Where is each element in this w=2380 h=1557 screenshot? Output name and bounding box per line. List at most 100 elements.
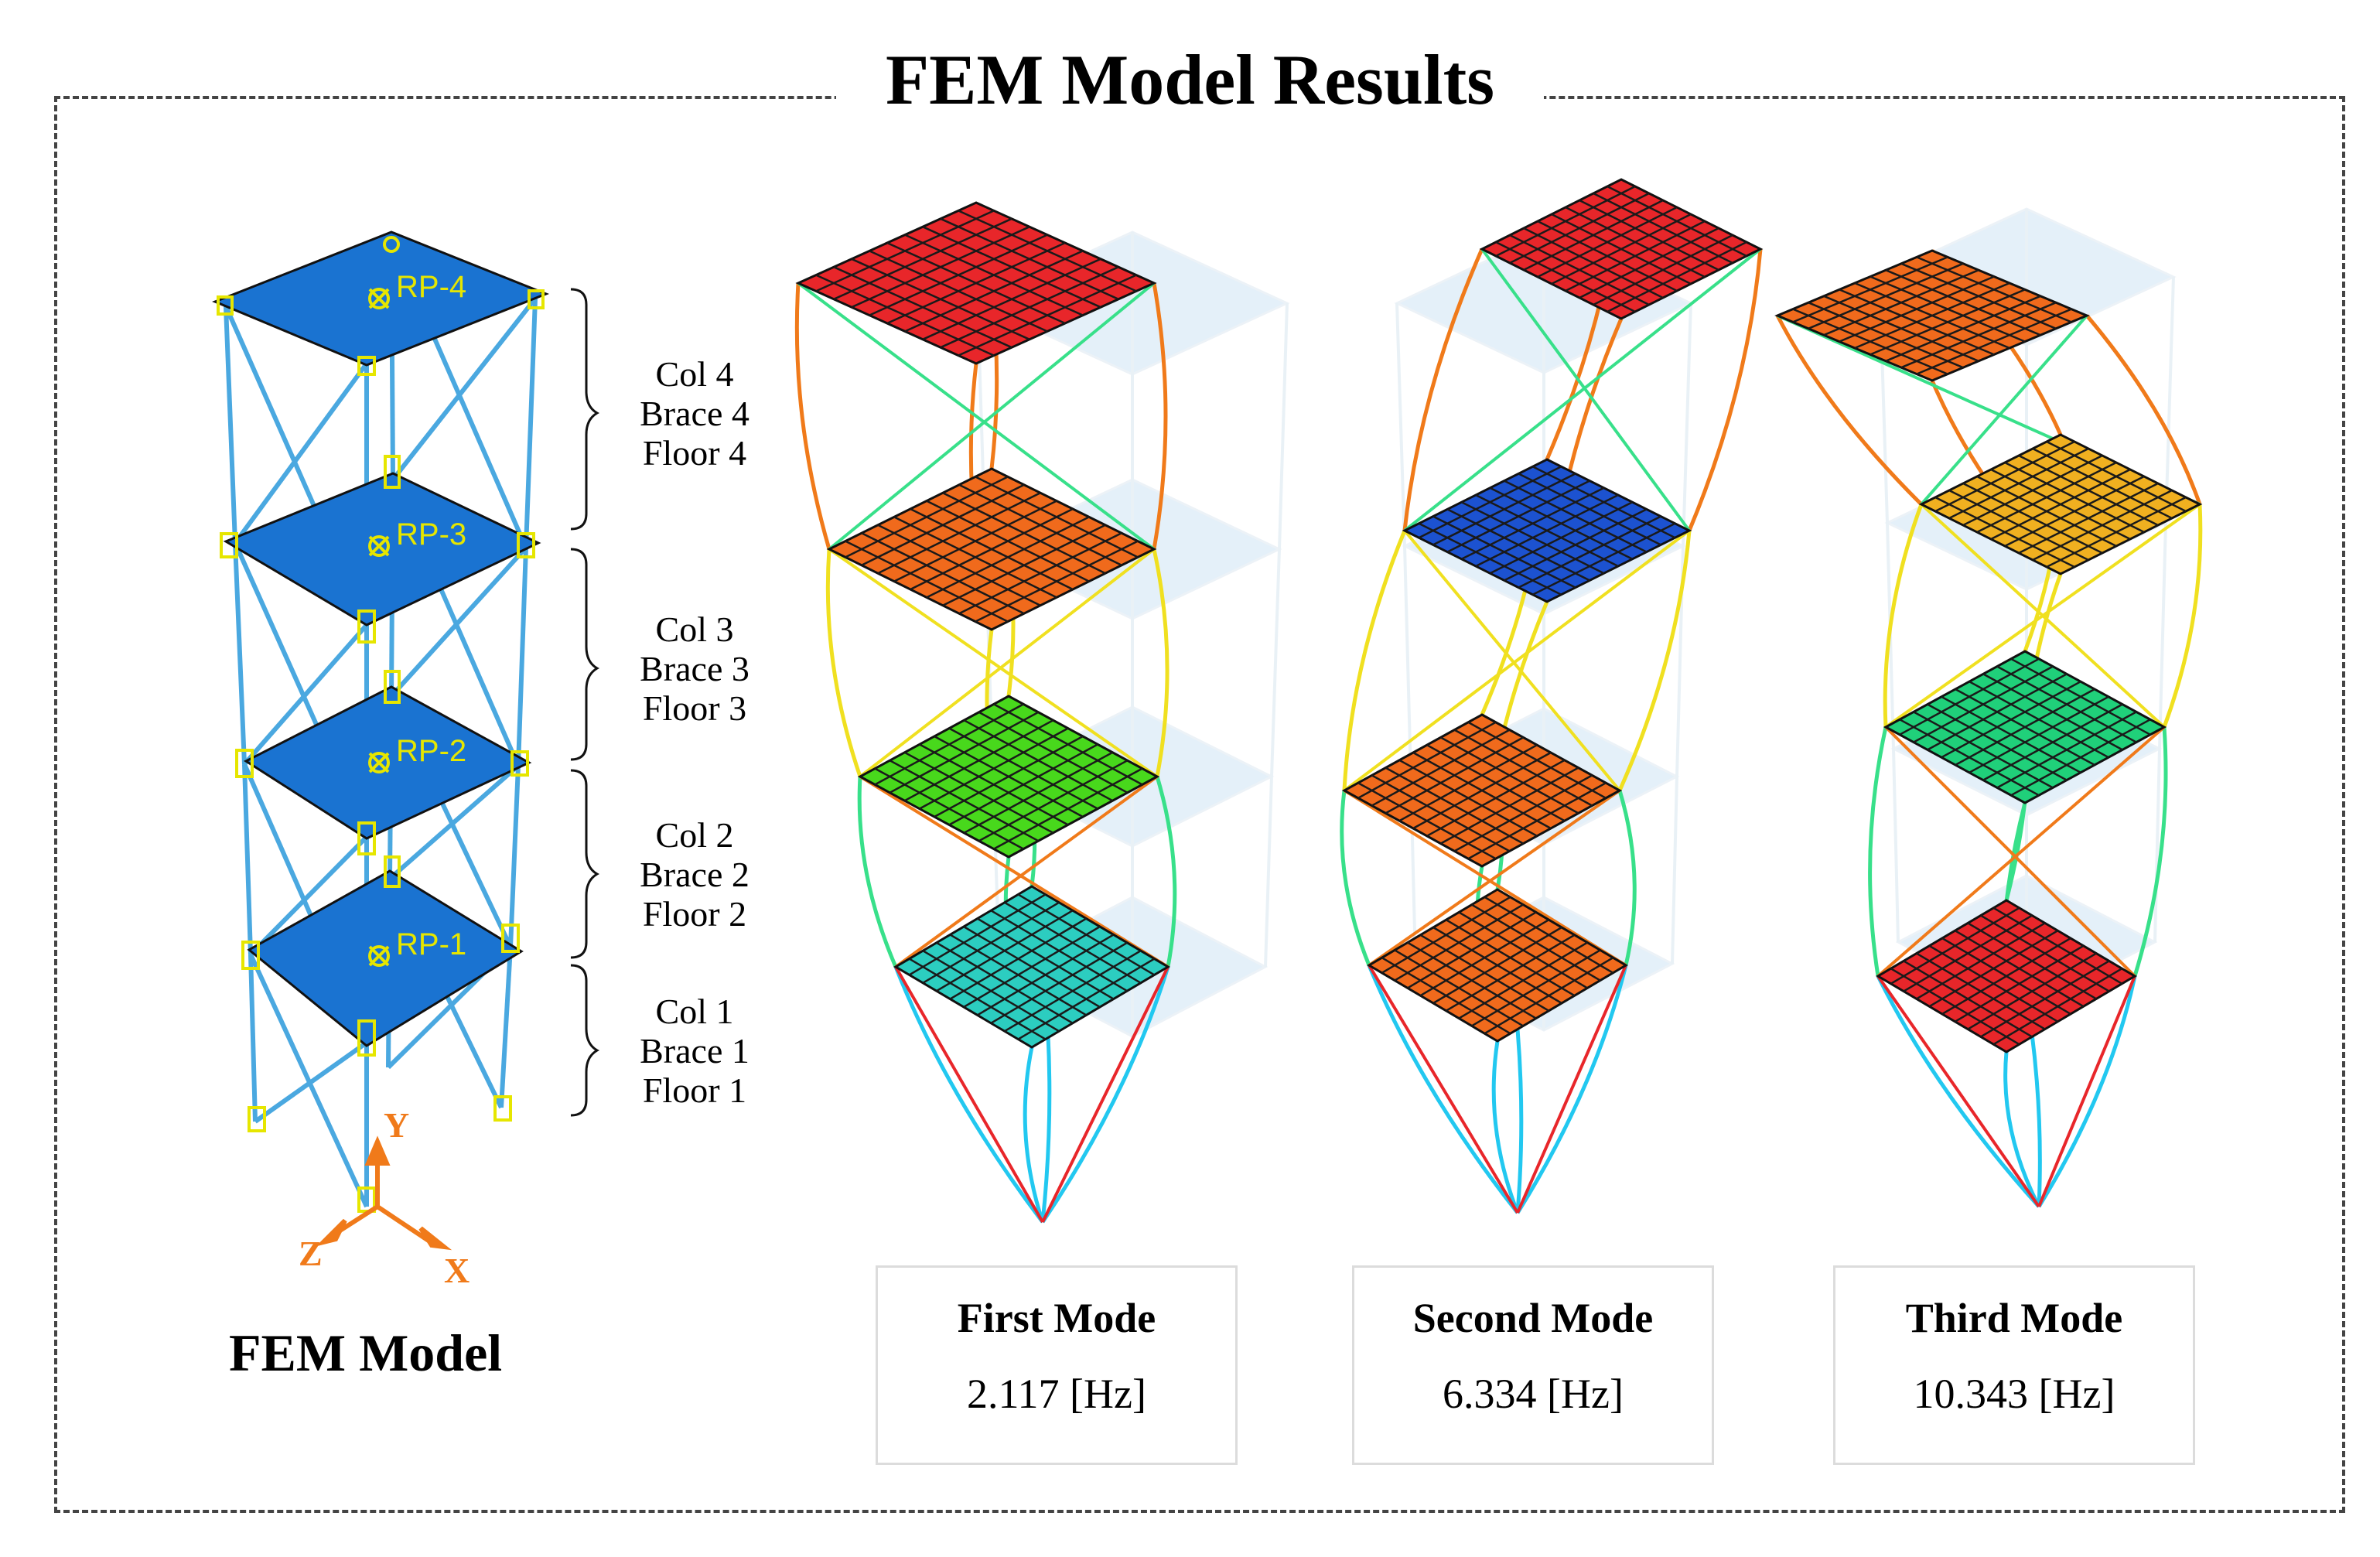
rp-label: RP-3 [396, 517, 466, 551]
mesh-line [990, 910, 1128, 992]
mesh-line [958, 532, 1122, 615]
mesh-line [2004, 461, 2145, 534]
deformed-brace [894, 966, 1044, 1223]
first-mode-box: First Mode 2.117 [Hz] [876, 1265, 1238, 1465]
deformed-brace [1343, 789, 1627, 967]
brace-group-1 [570, 964, 600, 1117]
rp-label: RP-1 [396, 927, 466, 961]
mesh-line [1955, 688, 2095, 767]
mode-3-tower [1774, 207, 2203, 1208]
deformed-floor [1883, 650, 2167, 804]
deformed-column [1152, 548, 1170, 777]
mesh-line [1484, 896, 1614, 974]
mesh-line [1475, 493, 1619, 568]
mesh-line [975, 476, 1139, 558]
deformed-column [1617, 790, 1637, 966]
deformed-column [1342, 530, 1407, 791]
y-axis-arrow [364, 1135, 391, 1166]
deformed-column [1402, 248, 1484, 531]
mesh-line [1992, 968, 2123, 1046]
axis-y-label: Y [384, 1105, 409, 1145]
mesh-line [1969, 695, 2109, 773]
brace-group-2 [570, 769, 600, 959]
third-mode-box: Third Mode 10.343 [Hz] [1833, 1265, 2195, 1465]
mode-shapes [794, 178, 2203, 1224]
mode-frequency: 10.343 [Hz] [1913, 1371, 2115, 1417]
col-label: Col 3 [655, 609, 734, 649]
fem-floor-1 [247, 869, 524, 1047]
mesh-line [1900, 302, 2057, 369]
group-4-label: Col 4 Brace 4 Floor 4 [617, 354, 772, 473]
deformed-floor [1918, 433, 2203, 575]
mode-frequency: 6.334 [Hz] [1443, 1371, 1624, 1417]
mesh-line [1607, 241, 1747, 313]
deformed-brace [1343, 529, 1691, 792]
mesh-line [1458, 941, 1588, 1019]
deformed-column [1876, 975, 2040, 1208]
mesh-line [1579, 199, 1719, 271]
mesh-line [1412, 751, 1552, 830]
ghost-column [1403, 545, 1412, 777]
mesh-line [904, 250, 1084, 333]
mesh-line [1916, 256, 2072, 323]
mesh-line [1982, 703, 2123, 781]
ghost-column [1671, 776, 1678, 965]
mesh-line [1426, 744, 1566, 822]
deformed-floor [1402, 458, 1692, 603]
deformed-floor [857, 695, 1160, 859]
mesh-line [1017, 958, 1156, 1040]
deformed-column [1152, 282, 1168, 550]
col-label: Col 2 [655, 815, 734, 855]
ghost-column [1270, 548, 1281, 777]
floor-label: Floor 3 [642, 688, 747, 728]
mesh-line [1471, 949, 1601, 1027]
ghost-column [2164, 276, 2175, 524]
mesh-line [1996, 665, 2137, 743]
deformed-floor [1341, 713, 1623, 868]
mesh-line [948, 743, 1098, 826]
mode-1-tower [794, 201, 1290, 1224]
rp-label: RP-4 [396, 270, 466, 304]
mesh-line [1565, 220, 1706, 292]
second-mode-box: Second Mode 6.334 [Hz] [1352, 1265, 1714, 1465]
deformed-column [893, 966, 1044, 1224]
deformed-brace [1041, 966, 1170, 1223]
mesh-line [1607, 185, 1747, 258]
deformed-column [1868, 726, 1888, 977]
mesh-line [1426, 759, 1566, 837]
mesh-line [1518, 473, 1661, 546]
mesh-line [2032, 489, 2173, 562]
mesh-line [1870, 289, 2026, 356]
fem-nodes [217, 236, 545, 1213]
mesh-line [963, 751, 1113, 834]
rp-label: RP-2 [396, 734, 466, 768]
mesh-line [1484, 957, 1614, 1035]
mesh-line [958, 210, 1137, 292]
deformed-floor [826, 467, 1157, 631]
fem-floors [212, 230, 550, 1047]
mesh-line [2018, 482, 2159, 555]
deformed-floor [1479, 178, 1764, 320]
deformed-column [2003, 1051, 2041, 1208]
ghost-column [2158, 522, 2167, 749]
brace-label: Brace 1 [640, 1031, 750, 1070]
mesh-line [1954, 930, 2085, 1008]
axis-triad [316, 1135, 452, 1251]
fem-model-tower: RP-4 RP-3 RP-2 RP-1 Y X Z [212, 230, 550, 1290]
group-2-label: Col 2 Brace 2 Floor 2 [617, 815, 772, 934]
ghost-column [1682, 302, 1692, 547]
deformed-column [1040, 966, 1170, 1224]
deformed-brace [2037, 975, 2136, 1207]
deformed-column [2132, 726, 2168, 977]
mesh-line [2032, 447, 2173, 520]
mesh-line [1453, 774, 1593, 852]
mesh-line [940, 217, 1119, 300]
deformed-brace [828, 282, 1156, 551]
mesh-line [1004, 901, 1142, 984]
mesh-line [958, 483, 1122, 566]
mesh-line [958, 274, 1137, 357]
mesh-line [1471, 903, 1601, 982]
mesh-line [2010, 719, 2151, 797]
brace-label: Brace 2 [640, 855, 750, 894]
mesh-line [1489, 501, 1633, 575]
